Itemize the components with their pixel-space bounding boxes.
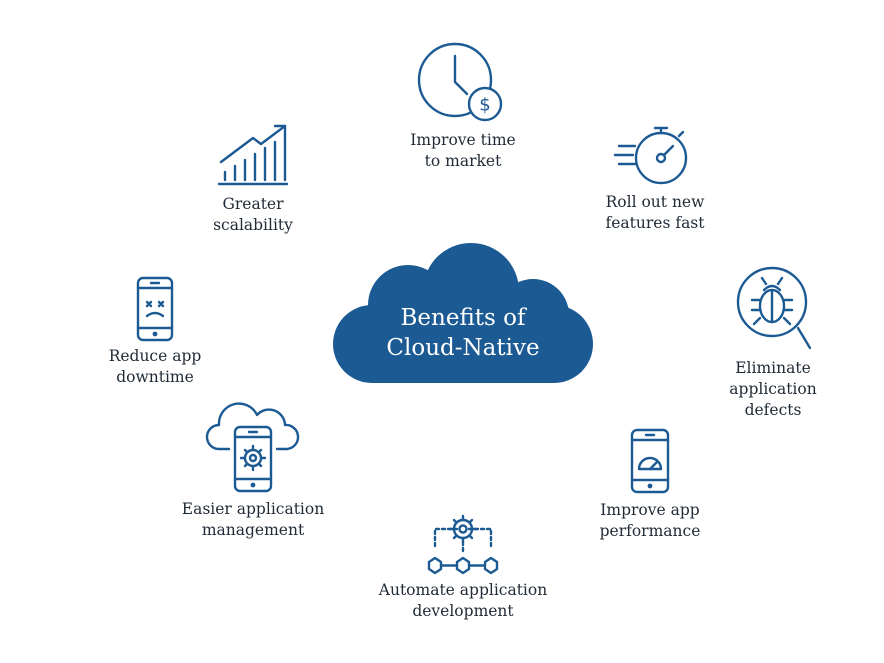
center-title: Benefits of Cloud-Native	[386, 305, 540, 361]
benefit-label: Easier application management	[181, 500, 325, 539]
benefit-label: Roll out new features fast	[605, 193, 705, 232]
benefit-label: Automate application development	[378, 581, 548, 620]
gear-workflow-icon	[427, 514, 499, 575]
stopwatch-speed-icon	[613, 126, 688, 185]
benefit-label: Improve time to market	[410, 131, 516, 170]
benefit-time-to-market: $ Improve time to market	[388, 42, 538, 172]
benefit-label: Eliminate application defects	[729, 359, 817, 419]
benefit-label: Improve app performance	[599, 501, 701, 540]
benefit-easier-management: Easier application management	[173, 402, 333, 541]
benefit-app-performance: Improve app performance	[575, 428, 725, 542]
benefit-features-fast: Roll out new features fast	[580, 122, 730, 234]
phone-gauge-icon	[630, 428, 670, 494]
center-cloud	[333, 243, 593, 383]
benefit-label: Reduce app downtime	[108, 347, 202, 386]
cloud-phone-gear-icon	[205, 402, 300, 493]
benefit-label: Greater scalability	[213, 195, 293, 234]
growth-chart-icon	[217, 124, 289, 186]
benefit-automate-development: Automate application development	[363, 514, 563, 622]
benefit-greater-scalability: Greater scalability	[183, 122, 323, 236]
svg-text:$: $	[479, 95, 490, 116]
clock-dollar-icon: $	[417, 42, 503, 122]
phone-sad-face-icon	[136, 276, 174, 342]
benefit-eliminate-defects: Eliminate application defects	[703, 262, 843, 421]
bug-magnifier-icon	[736, 266, 812, 350]
benefit-reduce-downtime: Reduce app downtime	[85, 276, 225, 388]
